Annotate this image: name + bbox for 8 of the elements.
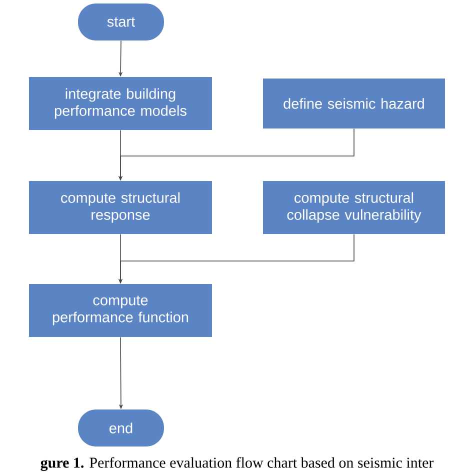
process-box: compute performance function [29,284,212,337]
process-box: compute structural collapse vulnerability [263,181,445,234]
terminal-pill: start [78,4,164,40]
process-box: compute structural response [29,181,212,234]
process-box: integrate building performance models [29,77,212,130]
terminal-pill: end [78,410,164,446]
figure-caption: gure 1. Performance evaluation flow chart based on seismic inter [40,457,434,471]
process-box: define seismic hazard [263,78,445,128]
